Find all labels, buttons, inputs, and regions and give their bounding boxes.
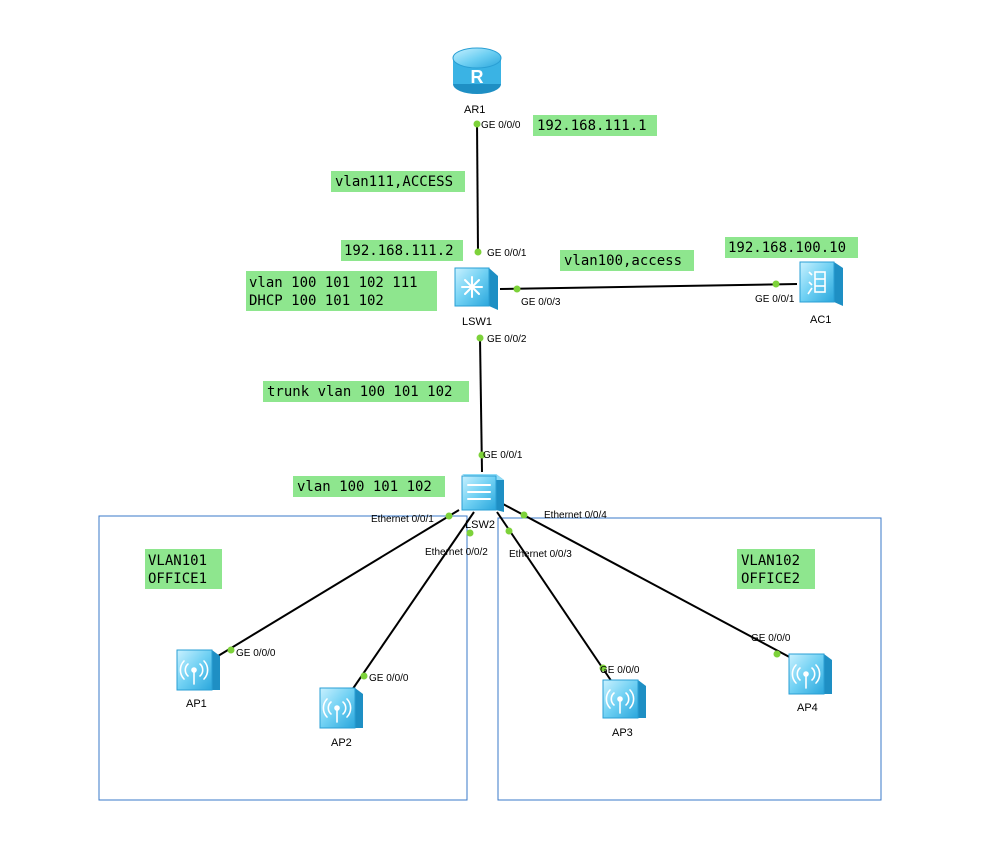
lsw1-ip-note: 192.168.111.2 (344, 243, 454, 259)
link-lsw1-ac1 (499, 283, 798, 290)
port-label-ap3-ge000: GE 0/0/0 (600, 665, 640, 676)
port-label-lsw1-ge002: GE 0/0/2 (487, 334, 527, 345)
port-label-ap4-ge000: GE 0/0/0 (751, 633, 791, 644)
note-bg (331, 171, 465, 192)
port-dot (466, 529, 474, 537)
port-dot (474, 248, 482, 256)
trunk-note: trunk vlan 100 101 102 (267, 384, 452, 400)
router-icon[interactable]: R (452, 47, 502, 94)
port-label-ap2-ge000: GE 0/0/0 (369, 673, 409, 684)
port-dot (360, 672, 368, 680)
link-lsw2-ap2 (351, 511, 475, 691)
office1-zone (98, 515, 468, 801)
port-dot (476, 334, 484, 342)
lsw2-label: LSW2 (465, 519, 495, 531)
vlan100-access-note: vlan100,access (564, 253, 682, 269)
links (217, 121, 798, 691)
port-dot (478, 451, 486, 459)
ap3-label: AP3 (612, 727, 633, 739)
note-bg (246, 271, 437, 311)
port-dot (599, 664, 607, 672)
ar1-label: AR1 (464, 104, 485, 116)
port-label-ac1-ge001: GE 0/0/1 (755, 294, 795, 305)
note-bg (737, 549, 815, 589)
link-lsw2-ap1 (217, 509, 460, 657)
ap1-label: AP1 (186, 698, 207, 710)
port-label-lsw2-eth004: Ethernet 0/0/4 (544, 510, 607, 521)
link-lsw1-lsw2 (479, 337, 483, 473)
port-dot (505, 527, 513, 535)
lsw1-dhcp-note: DHCP 100 101 102 (249, 293, 384, 309)
port-label-ar1-ge000: GE 0/0/0 (481, 120, 521, 131)
ac1-label: AC1 (810, 314, 831, 326)
zone1-vlan-note: VLAN101 (148, 553, 207, 569)
l3-switch-icon[interactable] (454, 267, 498, 310)
port-dot (520, 511, 528, 519)
port-dot (513, 285, 521, 293)
lsw2-vlans-note: vlan 100 101 102 (297, 479, 432, 495)
note-bg (533, 115, 657, 136)
link-ar1-lsw1 (476, 121, 479, 253)
access-point-icon[interactable] (602, 679, 646, 719)
link-lsw2-ap3 (496, 511, 613, 683)
ac1-ip-note: 192.168.100.10 (728, 240, 846, 256)
access-point-icon[interactable] (176, 649, 220, 691)
port-label-lsw2-eth003: Ethernet 0/0/3 (509, 549, 572, 560)
port-dot (445, 512, 453, 520)
port-label-ap1-ge000: GE 0/0/0 (236, 648, 276, 659)
lsw1-vlans-note: vlan 100 101 102 111 (249, 275, 418, 291)
zone1-name-note: OFFICE1 (148, 571, 207, 587)
note-bg (263, 381, 469, 402)
ar1-ip-note: 192.168.111.1 (537, 118, 647, 134)
access-point-icon[interactable] (788, 653, 832, 695)
port-label-lsw2-eth002: Ethernet 0/0/2 (425, 547, 488, 558)
ap4-label: AP4 (797, 702, 818, 714)
svg-text:R: R (471, 67, 484, 87)
ap2-label: AP2 (331, 737, 352, 749)
access-controller-icon[interactable] (799, 261, 843, 306)
port-label-lsw2-ge001: GE 0/0/1 (483, 450, 523, 461)
zone2-name-note: OFFICE2 (741, 571, 800, 587)
port-label-lsw2-eth001: Ethernet 0/0/1 (371, 514, 434, 525)
port-dot (227, 646, 235, 654)
note-bg (560, 250, 694, 271)
port-label-lsw1-ge003: GE 0/0/3 (521, 297, 561, 308)
access-point-icon[interactable] (319, 687, 363, 729)
office2-zone (497, 517, 882, 801)
note-bg (145, 549, 222, 589)
lsw1-label: LSW1 (462, 316, 492, 328)
note-bg (725, 237, 858, 258)
note-bg (341, 240, 463, 261)
port-dots (227, 120, 781, 680)
port-label-lsw1-ge001: GE 0/0/1 (487, 248, 527, 259)
l2-switch-icon[interactable] (461, 474, 504, 512)
note-bg (293, 476, 445, 497)
port-dot (773, 650, 781, 658)
port-dot (772, 280, 780, 288)
link-lsw2-ap4 (502, 503, 796, 661)
vlan111-note: vlan111,ACCESS (335, 174, 453, 190)
port-dot (473, 120, 481, 128)
zone2-vlan-note: VLAN102 (741, 553, 800, 569)
